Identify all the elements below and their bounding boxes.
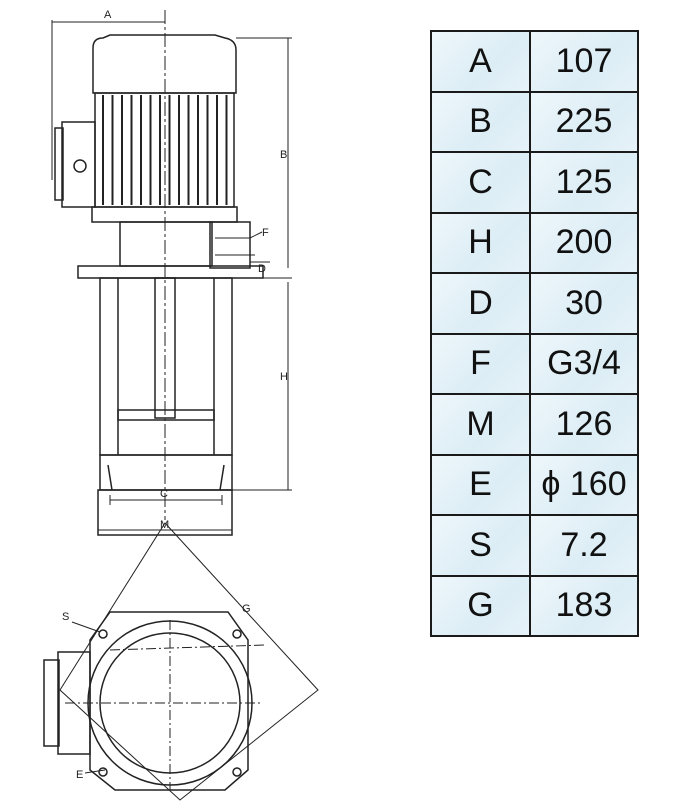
- dimension-value: ϕ 160: [529, 453, 639, 516]
- label-s: S: [62, 611, 69, 623]
- label-e: E: [76, 769, 83, 781]
- dimension-value: 7.2: [529, 514, 639, 577]
- dimension-key: E: [430, 453, 531, 516]
- pump-drawing: A B F D H C M S G E: [43, 9, 319, 801]
- dimension-value: 200: [529, 211, 639, 274]
- label-m: M: [160, 519, 169, 531]
- side-view: A B F D H C M: [51, 9, 292, 536]
- dimension-key: S: [430, 514, 531, 577]
- dimension-key: D: [430, 272, 531, 335]
- label-c: C: [160, 488, 168, 500]
- label-a: A: [104, 9, 112, 21]
- dimension-key: F: [430, 332, 531, 395]
- dimension-value: 183: [529, 574, 639, 637]
- dimension-key: H: [430, 211, 531, 274]
- dimension-value: 125: [529, 151, 639, 214]
- dimension-value: G3/4: [529, 332, 639, 395]
- label-f: F: [262, 227, 269, 239]
- label-g: G: [242, 603, 251, 615]
- dimension-key: C: [430, 151, 531, 214]
- dimension-key: M: [430, 393, 531, 456]
- dimension-key: A: [430, 30, 531, 93]
- dimension-key: B: [430, 90, 531, 153]
- dimension-value: 30: [529, 272, 639, 335]
- dimension-value: 225: [529, 90, 639, 153]
- top-view: S G E: [43, 522, 319, 801]
- label-b: B: [280, 149, 287, 161]
- label-h: H: [280, 371, 288, 383]
- dimension-value: 126: [529, 393, 639, 456]
- dimension-key: G: [430, 574, 531, 637]
- label-d: D: [258, 263, 266, 275]
- dimension-value: 107: [529, 30, 639, 93]
